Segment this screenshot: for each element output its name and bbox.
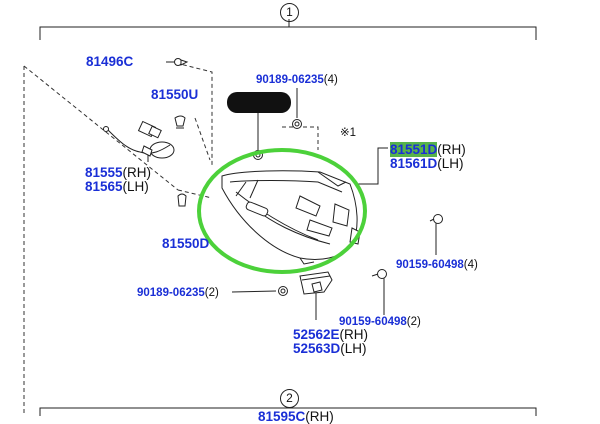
quantity: (2) — [204, 287, 219, 299]
part-label-81496c[interactable]: 81496C — [86, 55, 133, 69]
bulb-81550d — [177, 193, 187, 207]
redaction-bar — [227, 92, 291, 113]
side-suffix: (RH) — [339, 327, 369, 342]
side-suffix: (LH) — [122, 179, 149, 194]
bulb-81496c — [174, 58, 189, 66]
section-1-bracket — [39, 19, 537, 40]
part-code: 52563D — [293, 341, 341, 356]
part-code: 52562E — [293, 327, 340, 342]
quantity: (4) — [323, 74, 338, 86]
part-code: 81550D — [162, 236, 210, 251]
part-label-81550u[interactable]: 81550U — [151, 88, 198, 102]
socket-wire-harness — [103, 120, 175, 159]
part-label-90189-06235-upper[interactable]: 90189-06235(4) — [256, 73, 338, 87]
nut-90189-upper-a — [292, 119, 302, 129]
part-label-90159-60498-bottom[interactable]: 90159-60498(2) — [339, 315, 421, 329]
bulb-81550u — [174, 115, 186, 129]
nut-90189-lower — [278, 286, 288, 296]
section-2-bracket — [39, 407, 537, 416]
part-code: 81496C — [86, 54, 134, 69]
side-suffix: (LH) — [437, 156, 464, 171]
note-mark: ※1 — [340, 127, 357, 139]
clip-90159-bottom — [371, 269, 387, 279]
part-label-90189-06235-lower[interactable]: 90189-06235(2) — [137, 286, 219, 300]
part-code: 90159-60498 — [339, 316, 407, 328]
part-code: 81550U — [151, 87, 199, 102]
part-label-81565[interactable]: 81565(LH) — [85, 180, 149, 194]
part-label-52563d[interactable]: 52563D(LH) — [293, 342, 367, 356]
side-suffix: (RH) — [305, 409, 334, 424]
part-code: 81565 — [85, 179, 123, 194]
side-suffix: (RH) — [437, 142, 466, 157]
part-label-90159-60498-right[interactable]: 90159-60498(4) — [396, 258, 478, 272]
part-code: 90159-60498 — [396, 259, 464, 271]
clip-90159-right — [429, 214, 443, 224]
highlight-circle-marker — [197, 148, 367, 274]
part-label-cut-off[interactable]: 81595C(RH) — [258, 410, 334, 424]
section-number-1: 1 — [280, 3, 299, 22]
bracket-52562e — [299, 271, 333, 295]
part-code: 90189-06235 — [137, 287, 205, 299]
part-label-81561d[interactable]: 81561D(LH) — [390, 157, 464, 171]
part-code: 81595C — [258, 409, 306, 424]
quantity: (4) — [463, 259, 478, 271]
part-label-52562e[interactable]: 52562E(RH) — [293, 328, 368, 342]
part-code: 90189-06235 — [256, 74, 324, 86]
side-suffix: (RH) — [122, 165, 152, 180]
part-code: 81555 — [85, 165, 123, 180]
rear-lamp-assembly — [221, 170, 361, 265]
part-label-81555[interactable]: 81555(RH) — [85, 166, 151, 180]
part-label-81551d[interactable]: 81551D(RH) — [390, 142, 466, 157]
part-code-highlighted: 81551D — [390, 142, 438, 157]
leader-lines — [147, 61, 437, 320]
assembly-dashed-outline — [23, 62, 319, 416]
part-label-81550d[interactable]: 81550D — [162, 237, 209, 251]
side-suffix: (LH) — [340, 341, 367, 356]
section-number-2: 2 — [280, 389, 299, 408]
part-code: 81561D — [390, 156, 438, 171]
quantity: (2) — [406, 316, 421, 328]
